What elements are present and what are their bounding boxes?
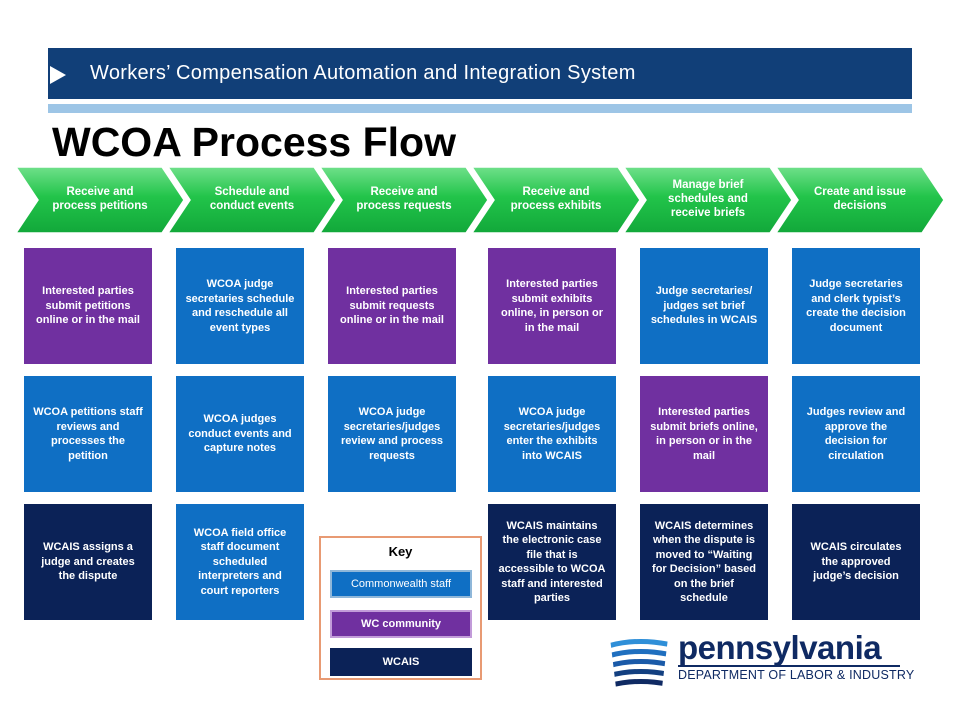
stage-chevron-3: Receive and process requests xyxy=(318,165,490,237)
process-step-staff: WCOA judge secretaries schedule and resc… xyxy=(176,248,304,364)
stage-label: Receive and process petitions xyxy=(52,186,148,212)
stage-label: Schedule and conduct events xyxy=(209,186,295,212)
process-step-wcais: WCAIS determines when the dispute is mov… xyxy=(640,504,768,620)
process-step-community: Interested parties submit petitions onli… xyxy=(24,248,152,364)
process-step-staff: Judge secretaries and clerk typist’s cre… xyxy=(792,248,920,364)
header-underline xyxy=(48,104,912,113)
logo-wordmark: pennsylvania xyxy=(678,629,882,666)
header-arrow-icon xyxy=(50,66,66,84)
process-step-staff: Judge secretaries/ judges set brief sche… xyxy=(640,248,768,364)
chevron-shape xyxy=(470,166,641,234)
chevron-shape xyxy=(774,166,945,234)
stage-label: Receive and process exhibits xyxy=(510,186,602,212)
pennsylvania-logo: pennsylvania DEPARTMENT OF LABOR & INDUS… xyxy=(606,628,914,690)
page-title: WCOA Process Flow xyxy=(52,119,456,165)
system-title: Workers’ Compensation Automation and Int… xyxy=(90,62,636,84)
chevron-shape xyxy=(318,166,489,234)
chevron-shape xyxy=(166,166,337,234)
stage-chevron-2: Schedule and conduct events xyxy=(166,165,338,237)
process-step-staff: WCOA petitions staff reviews and process… xyxy=(24,376,152,492)
stage-chevron-6: Create and issue decisions xyxy=(774,165,946,237)
chevron-shape xyxy=(622,166,793,234)
key-item-wc-community: WC community xyxy=(330,610,472,638)
process-step-staff: Judges review and approve the decision f… xyxy=(792,376,920,492)
stage-chevron-5: Manage brief schedules and receive brief… xyxy=(622,165,794,237)
logo-department: DEPARTMENT OF LABOR & INDUSTRY xyxy=(678,668,915,682)
process-step-staff: WCOA judge secretaries/judges enter the … xyxy=(488,376,616,492)
key-title: Key xyxy=(388,544,413,559)
process-step-wcais: WCAIS assigns a judge and creates the di… xyxy=(24,504,152,620)
process-step-community: Interested parties submit requests onlin… xyxy=(328,248,456,364)
process-step-wcais: WCAIS circulates the approved judge’s de… xyxy=(792,504,920,620)
process-step-staff: WCOA judges conduct events and capture n… xyxy=(176,376,304,492)
stage-label: Create and issue decisions xyxy=(813,186,907,212)
logo-rule xyxy=(678,665,900,667)
chevron-shape xyxy=(14,166,185,234)
stage-label: Manage brief schedules and receive brief… xyxy=(668,179,748,219)
stage-chevron-1: Receive and process petitions xyxy=(14,165,186,237)
key-item-wcais: WCAIS xyxy=(330,648,472,676)
key-legend: Key Commonwealth staff WC community WCAI… xyxy=(319,536,482,680)
process-step-staff: WCOA field office staff document schedul… xyxy=(176,504,304,620)
stage-chevron-4: Receive and process exhibits xyxy=(470,165,642,237)
process-step-community: Interested parties submit briefs online,… xyxy=(640,376,768,492)
header-bar xyxy=(48,48,912,99)
keystone-icon xyxy=(610,630,668,688)
process-step-staff: WCOA judge secretaries/judges review and… xyxy=(328,376,456,492)
key-item-commonwealth-staff: Commonwealth staff xyxy=(330,570,472,598)
stage-label: Receive and process requests xyxy=(356,186,452,212)
process-step-community: Interested parties submit exhibits onlin… xyxy=(488,248,616,364)
process-step-wcais: WCAIS maintains the electronic case file… xyxy=(488,504,616,620)
